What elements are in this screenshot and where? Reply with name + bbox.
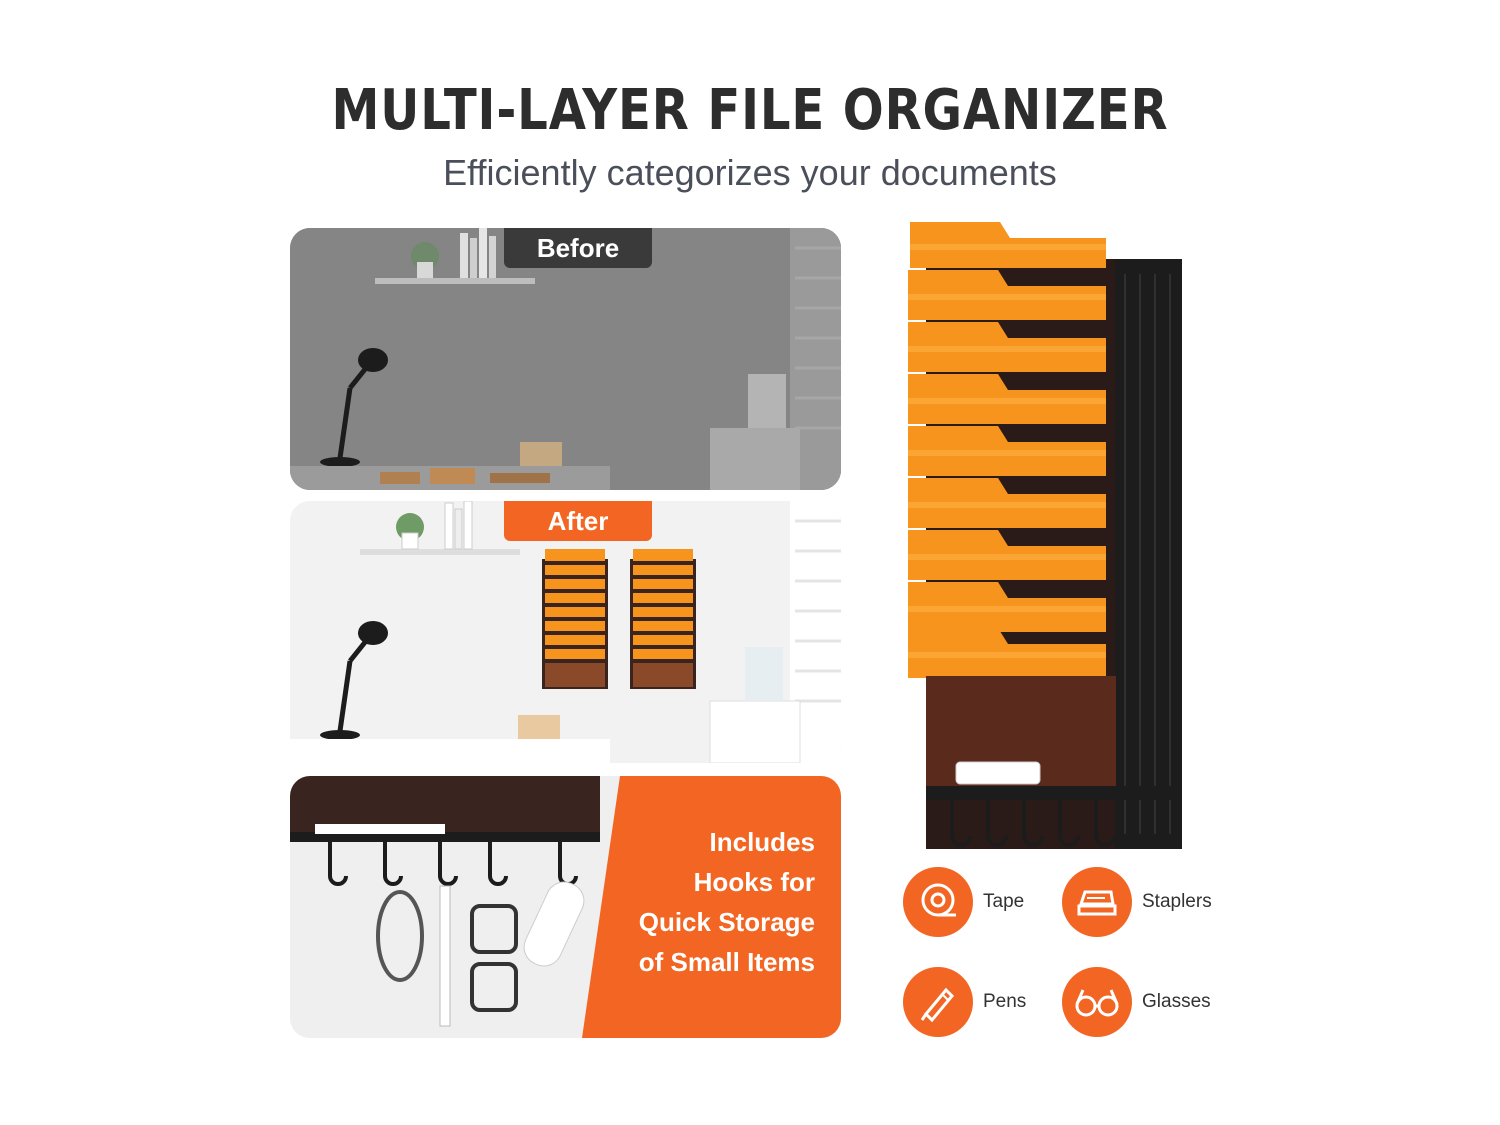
hooks-closeup-image	[290, 776, 841, 1038]
stapler-icon	[1062, 867, 1132, 937]
storage-item-label: Pens	[983, 991, 1027, 1012]
storage-item-staplers: Staplers	[1062, 867, 1212, 937]
storage-item-tape: Tape	[903, 867, 1024, 937]
before-scene-image	[290, 228, 841, 490]
before-label: Before	[504, 228, 652, 268]
storage-item-label: Staplers	[1142, 891, 1212, 912]
file-organizer-product-image	[908, 222, 1182, 849]
page-title: MULTI-LAYER FILE ORGANIZER	[331, 78, 1169, 143]
storage-item-glasses: Glasses	[1062, 967, 1211, 1037]
storage-item-pens: Pens	[903, 967, 1026, 1037]
page-subtitle: Efficiently categorizes your documents	[443, 152, 1057, 193]
hooks-line: Hooks for	[693, 867, 815, 897]
hooks-line: of Small Items	[638, 947, 815, 977]
mini-organizer-right	[630, 549, 696, 689]
after-label: After	[504, 501, 652, 541]
after-scene-image	[290, 501, 841, 763]
after-panel: After	[290, 501, 841, 763]
pen-icon	[903, 967, 973, 1037]
storage-item-label: Glasses	[1142, 991, 1211, 1012]
mini-organizer-left	[542, 549, 608, 689]
tape-icon	[903, 867, 973, 937]
hooks-panel: Includes Hooks for Quick Storage of Smal…	[290, 776, 841, 1038]
hooks-line: Includes	[709, 827, 815, 857]
storage-item-label: Tape	[983, 891, 1025, 912]
glasses-icon	[1062, 967, 1132, 1037]
before-panel: Before	[290, 228, 841, 490]
hooks-line: Quick Storage	[638, 907, 815, 937]
hooks-description: Includes Hooks for Quick Storage of Smal…	[565, 822, 815, 982]
